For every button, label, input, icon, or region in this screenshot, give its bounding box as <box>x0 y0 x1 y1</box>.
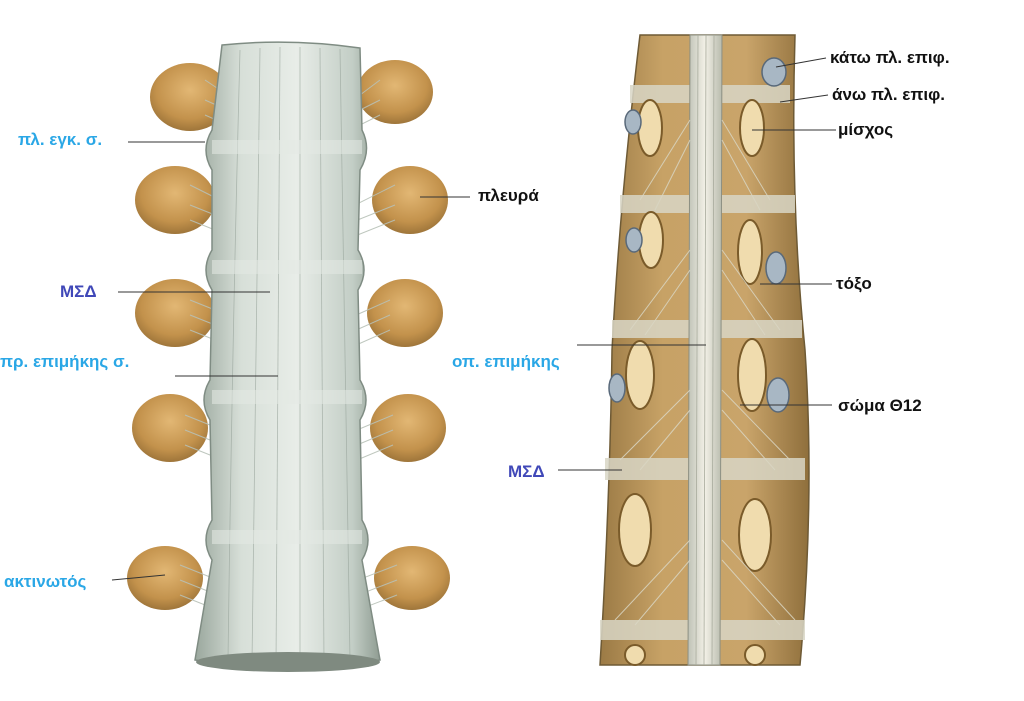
label-mischos: μίσχος <box>838 120 894 139</box>
posterior-spine-view <box>599 34 810 666</box>
ligament-fibres <box>227 46 351 665</box>
label-pleura: πλευρά <box>478 186 539 205</box>
anterior-longitudinal-ligament <box>194 41 381 669</box>
cut-surface <box>196 652 380 672</box>
label-pl-egk-s: πλ. εγκ. σ. <box>18 130 103 149</box>
rib-heads-right <box>357 60 450 610</box>
label-pr-epimikis-s: πρ. επιμήκης σ. <box>0 352 130 371</box>
leader-lines <box>111 57 836 581</box>
label-msd-left: ΜΣΔ <box>60 282 97 301</box>
label-ano-pl-epif: άνω πλ. επιφ. <box>832 85 945 104</box>
label-toxo: τόξο <box>836 274 872 293</box>
pedicle-sections <box>618 99 772 666</box>
anterior-spine-view <box>127 41 450 672</box>
costal-facets <box>608 57 790 413</box>
label-soma-th12: σώμα Θ12 <box>838 396 922 415</box>
label-aktinotos: ακτινωτός <box>4 572 87 591</box>
label-kato-pl-epif: κάτω πλ. επιφ. <box>830 48 950 67</box>
leader-ano-pl-epif <box>779 94 829 103</box>
leader-kato-pl-epif <box>775 57 827 68</box>
pll-fibres <box>695 34 715 666</box>
leader-aktinotos <box>111 574 166 581</box>
rib-heads-left <box>127 63 230 610</box>
label-msd-right: ΜΣΔ <box>508 462 545 481</box>
lateral-fibre-fans <box>614 119 796 626</box>
intervertebral-discs-left <box>212 140 362 544</box>
label-op-epimikis: οπ. επιμήκης <box>452 352 560 371</box>
